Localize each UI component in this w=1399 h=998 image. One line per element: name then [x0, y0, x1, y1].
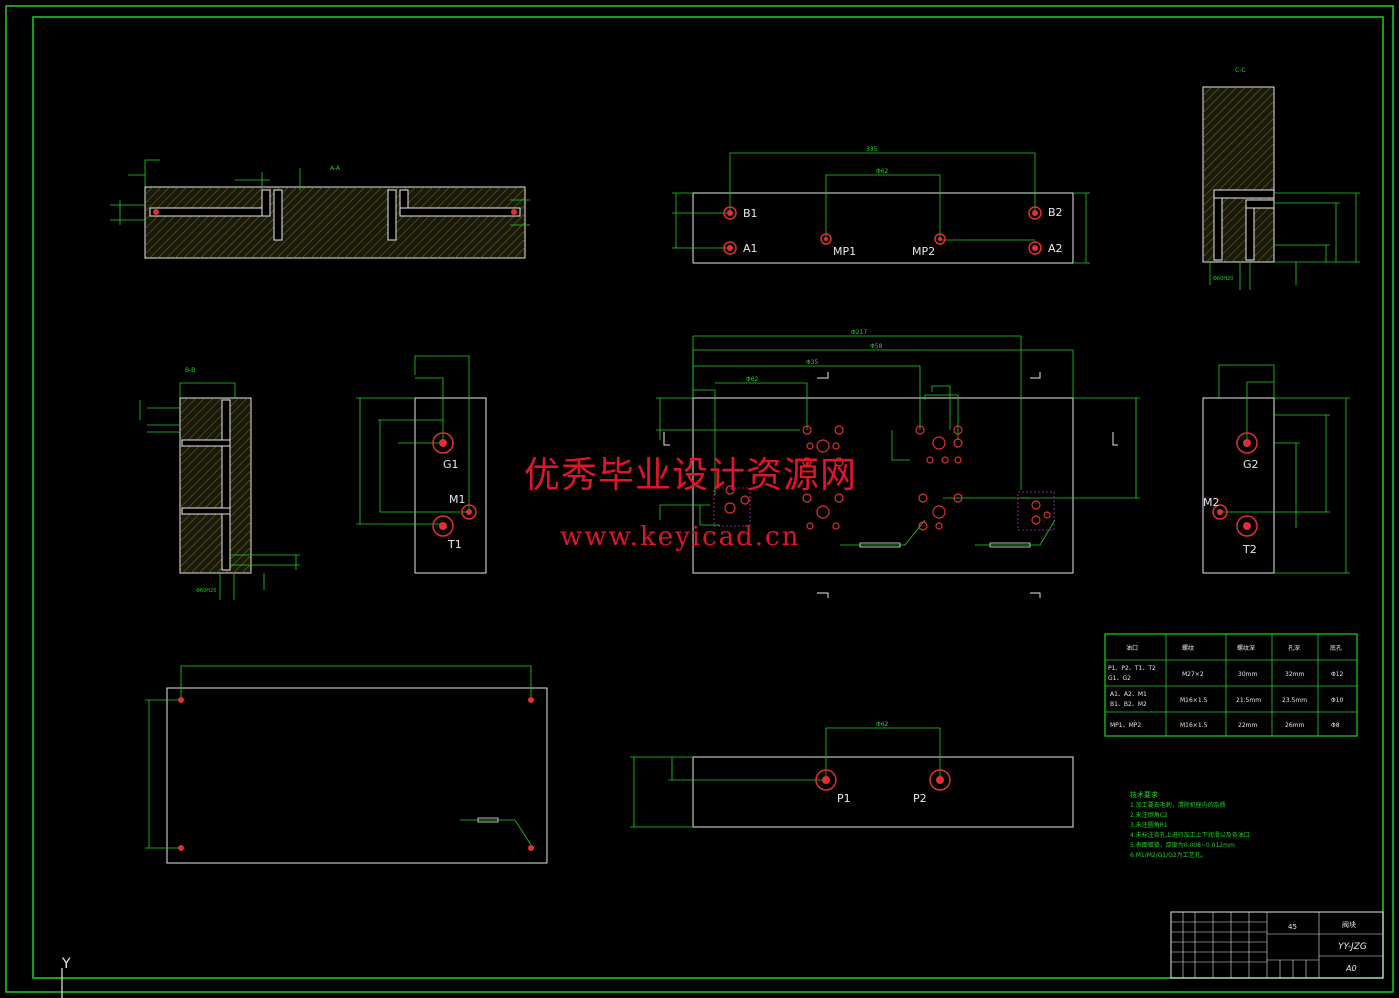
- tech-note-3: 3.未注圆角R1: [1130, 821, 1168, 829]
- table-header-thread: 螺纹: [1182, 644, 1194, 652]
- port-label-a1: A1: [743, 242, 758, 255]
- port-label-m1: M1: [449, 493, 466, 506]
- section-view-top-right[interactable]: C-C Φ60H20: [1202, 67, 1360, 290]
- table-header-thread-depth: 螺纹深: [1237, 644, 1255, 652]
- tech-note-5: 5.表面镀铬，厚度为0.008~0.012mm: [1130, 841, 1235, 849]
- title-block-material: 45: [1288, 923, 1297, 931]
- table-cell-r2-port-2: B1、B2、M2: [1110, 701, 1147, 708]
- table-cell-r2-bottom-hole: Φ10: [1331, 697, 1344, 704]
- table-cell-r3-hole-depth: 26mm: [1285, 722, 1304, 729]
- table-cell-r1-port-2: G1、G2: [1108, 675, 1131, 682]
- port-label-m2: M2: [1203, 496, 1220, 509]
- tech-note-4: 4.未标注各孔上进行加工上下润滑以及各油口: [1130, 831, 1250, 839]
- svg-text:Φ60H20: Φ60H20: [1213, 276, 1233, 282]
- title-block-drawing-no: YY-JZG: [1338, 942, 1367, 952]
- title-block-scale: A0: [1345, 964, 1357, 973]
- title-block-part-name: 阀块: [1342, 920, 1356, 929]
- port-label-t1: T1: [447, 538, 462, 551]
- tech-notes-title: 技术要求: [1130, 790, 1158, 799]
- main-front-view[interactable]: Φ217 Φ58 Φ35 Φ62: [656, 329, 1140, 598]
- svg-text:Φ35: Φ35: [806, 359, 819, 366]
- bottom-view-p1-p2[interactable]: Φ62 P1 P2: [630, 721, 1074, 828]
- svg-text:Φ58: Φ58: [870, 343, 883, 350]
- svg-text:Φ217: Φ217: [851, 329, 867, 336]
- table-cell-r3-port: MP1、MP2: [1110, 722, 1141, 729]
- svg-text:Φ62: Φ62: [876, 721, 889, 728]
- svg-text:Φ62: Φ62: [876, 168, 889, 175]
- table-cell-r2-port: A1、A2、M1: [1110, 691, 1147, 698]
- technical-notes: 技术要求 1.加工要去毛刺，清除机座内的杂质 2.未注倒角C2 3.未注圆角R1…: [1130, 790, 1250, 859]
- section-view-mid-left[interactable]: B-B Φ60H20: [139, 367, 300, 600]
- tech-note-6: 6.M1/M2/G1/G2为工艺孔。: [1130, 851, 1207, 859]
- bottom-view-plate[interactable]: [145, 665, 548, 864]
- side-view-left-g1-t1[interactable]: G1 M1 T1: [356, 355, 487, 574]
- drawing-frame: [5, 5, 1394, 993]
- top-view-plate[interactable]: 335 Φ62 B1 A1 MP1 MP2 B2 A2: [672, 146, 1090, 264]
- table-header-hole-depth: 孔深: [1288, 644, 1300, 652]
- table-cell-r1-hole-depth: 32mm: [1285, 671, 1304, 678]
- table-cell-r2-thread-depth: 21.5mm: [1236, 697, 1261, 704]
- svg-text:A-A: A-A: [330, 165, 341, 172]
- port-label-g1: G1: [443, 458, 459, 471]
- port-label-g2: G2: [1243, 458, 1259, 471]
- side-view-right-g2-t2[interactable]: G2 M2 T2: [1202, 364, 1350, 574]
- port-label-p2: P2: [913, 792, 927, 805]
- table-cell-r1-thread-depth: 30mm: [1238, 671, 1257, 678]
- table-cell-r3-thread: M16×1.5: [1180, 722, 1208, 729]
- table-cell-r3-bottom-hole: Φ8: [1331, 722, 1340, 729]
- section-view-top-left[interactable]: A-A: [110, 159, 530, 259]
- svg-text:335: 335: [866, 146, 878, 153]
- port-label-t2: T2: [1242, 543, 1257, 556]
- port-label-a2: A2: [1048, 242, 1063, 255]
- table-cell-r1-thread: M27×2: [1182, 671, 1204, 678]
- port-label-mp1: MP1: [833, 245, 856, 258]
- svg-text:C-C: C-C: [1235, 67, 1246, 74]
- svg-text:Φ60H20: Φ60H20: [196, 588, 216, 594]
- tech-note-2: 2.未注倒角C2: [1130, 811, 1168, 819]
- svg-text:B-B: B-B: [185, 367, 195, 374]
- port-label-b1: B1: [743, 207, 758, 220]
- svg-text:Φ62: Φ62: [746, 376, 759, 383]
- table-cell-r1-bottom-hole: Φ12: [1331, 671, 1344, 678]
- port-spec-table: 油口 螺纹 螺纹深 孔深 底孔 P1、P2、T1、T2 G1、G2 M27×2 …: [1104, 633, 1358, 737]
- table-cell-r1-port: P1、P2、T1、T2: [1108, 665, 1156, 672]
- table-header-port: 油口: [1126, 644, 1138, 652]
- title-block: 45 阀块 YY-JZG A0: [1170, 911, 1384, 979]
- table-cell-r3-thread-depth: 22mm: [1238, 722, 1257, 729]
- table-cell-r2-hole-depth: 23.5mm: [1282, 697, 1307, 704]
- tech-note-1: 1.加工要去毛刺，清除机座内的杂质: [1130, 801, 1226, 809]
- ucs-axis-label-y: Y: [61, 956, 71, 972]
- port-label-p1: P1: [837, 792, 851, 805]
- table-header-bottom-hole: 底孔: [1330, 644, 1342, 652]
- port-label-mp2: MP2: [912, 245, 935, 258]
- port-label-b2: B2: [1048, 206, 1063, 219]
- table-cell-r2-thread: M16×1.5: [1180, 697, 1208, 704]
